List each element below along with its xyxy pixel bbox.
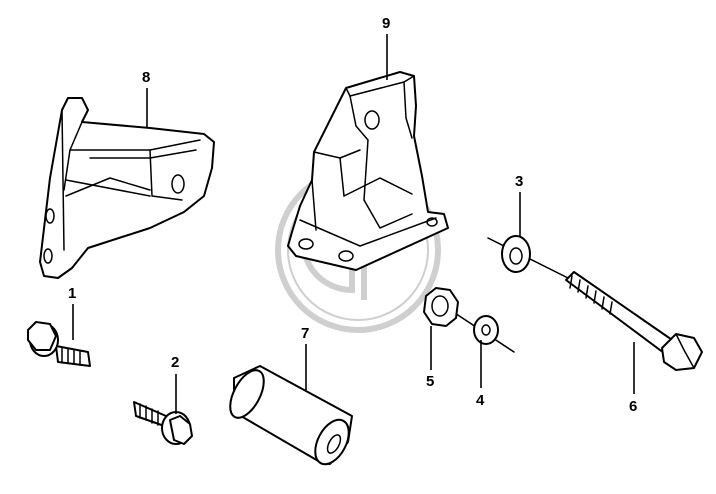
- callout-7: 7: [301, 325, 309, 342]
- part-6-long-bolt: [565, 271, 703, 371]
- callout-4: 4: [476, 392, 485, 409]
- part-3-washer: [501, 235, 531, 273]
- callout-1: 1: [68, 285, 76, 302]
- callout-8: 8: [142, 69, 150, 86]
- callout-3: 3: [515, 173, 523, 190]
- callout-6: 6: [629, 398, 637, 415]
- part-7-sleeve: [229, 365, 353, 466]
- callout-9: 9: [382, 15, 390, 32]
- leader-lines: [72, 34, 635, 414]
- callout-2: 2: [171, 354, 179, 371]
- part-2-flange-bolt: [133, 401, 193, 445]
- part-1-flange-bolt: [27, 321, 91, 367]
- callout-5: 5: [426, 373, 434, 390]
- part-9-bracket: [287, 71, 449, 271]
- part-4-washer: [473, 315, 499, 345]
- part-8-bracket: [39, 97, 215, 279]
- part-5-hex-nut: [423, 287, 459, 327]
